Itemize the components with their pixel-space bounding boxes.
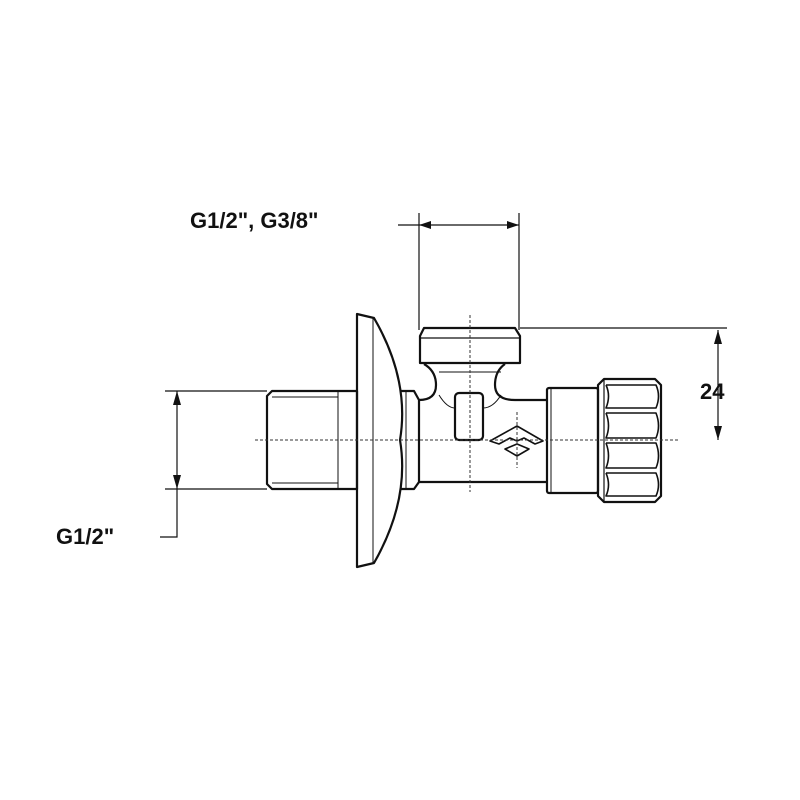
outlet-height-label: 24 <box>700 379 725 404</box>
inlet-dim-line <box>160 391 178 538</box>
outlet-thread-label: G1/2", G3/8" <box>190 208 319 233</box>
brand-logo-icon <box>489 425 544 457</box>
inlet-thread-label: G1/2" <box>56 524 115 549</box>
valve-body <box>418 363 547 484</box>
body-slot <box>453 391 485 442</box>
top-outlet <box>418 326 522 365</box>
body-ring <box>400 389 421 491</box>
handwheel-knob <box>596 377 663 504</box>
